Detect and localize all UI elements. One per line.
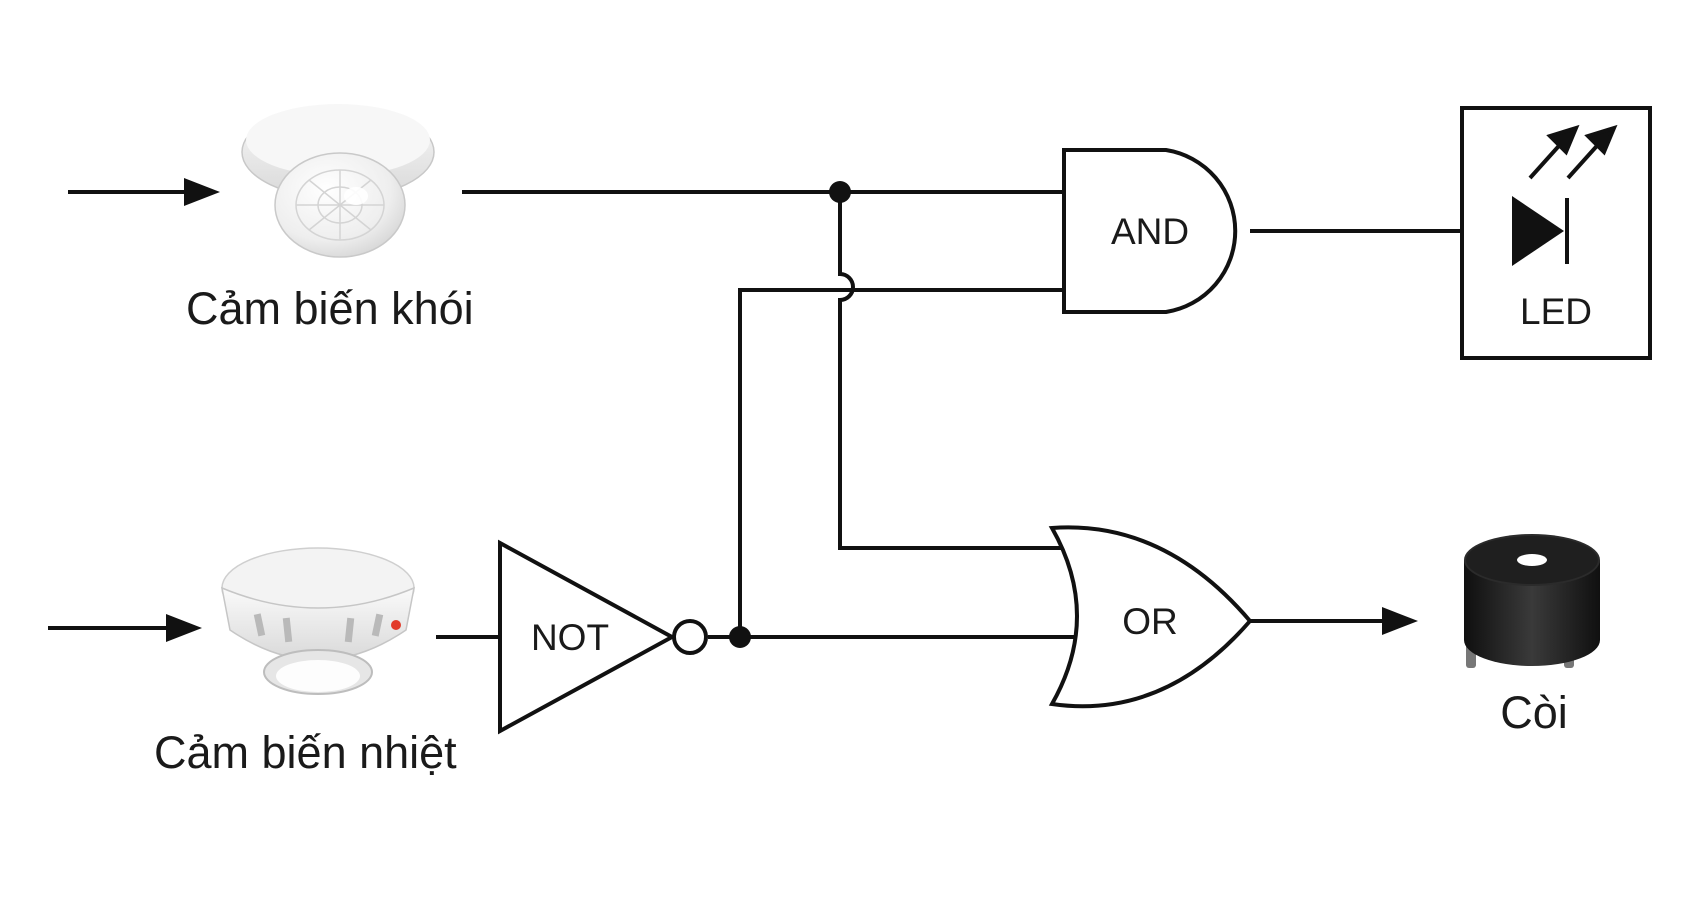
wire-not-to-and xyxy=(738,288,1064,637)
heat-input-arrow xyxy=(48,614,202,642)
buzzer-icon xyxy=(1464,534,1600,668)
junction-not-output xyxy=(729,626,751,648)
buzzer-label: Còi xyxy=(1500,687,1568,738)
and-gate-label: AND xyxy=(1111,211,1189,252)
not-inversion-bubble xyxy=(672,619,708,655)
smoke-sensor-label: Cảm biến khói xyxy=(186,283,474,334)
smoke-input-arrow xyxy=(68,178,220,206)
and-gate xyxy=(1062,148,1238,314)
led-label: LED xyxy=(1520,291,1592,332)
led-diode-icon xyxy=(1512,196,1569,266)
smoke-sensor-icon xyxy=(241,104,435,258)
not-gate xyxy=(498,539,708,735)
light-emission-arrows-icon xyxy=(1528,124,1618,180)
not-gate-label: NOT xyxy=(531,617,609,658)
buzzer-arrow-head xyxy=(1382,607,1418,635)
heat-sensor-icon xyxy=(221,547,415,695)
heat-sensor-label: Cảm biến nhiệt xyxy=(154,727,457,778)
led-output xyxy=(1460,106,1652,360)
or-gate xyxy=(1048,525,1253,709)
wire-smoke-to-or xyxy=(838,192,1062,550)
or-gate-label: OR xyxy=(1122,601,1178,642)
junction-smoke xyxy=(829,181,851,203)
